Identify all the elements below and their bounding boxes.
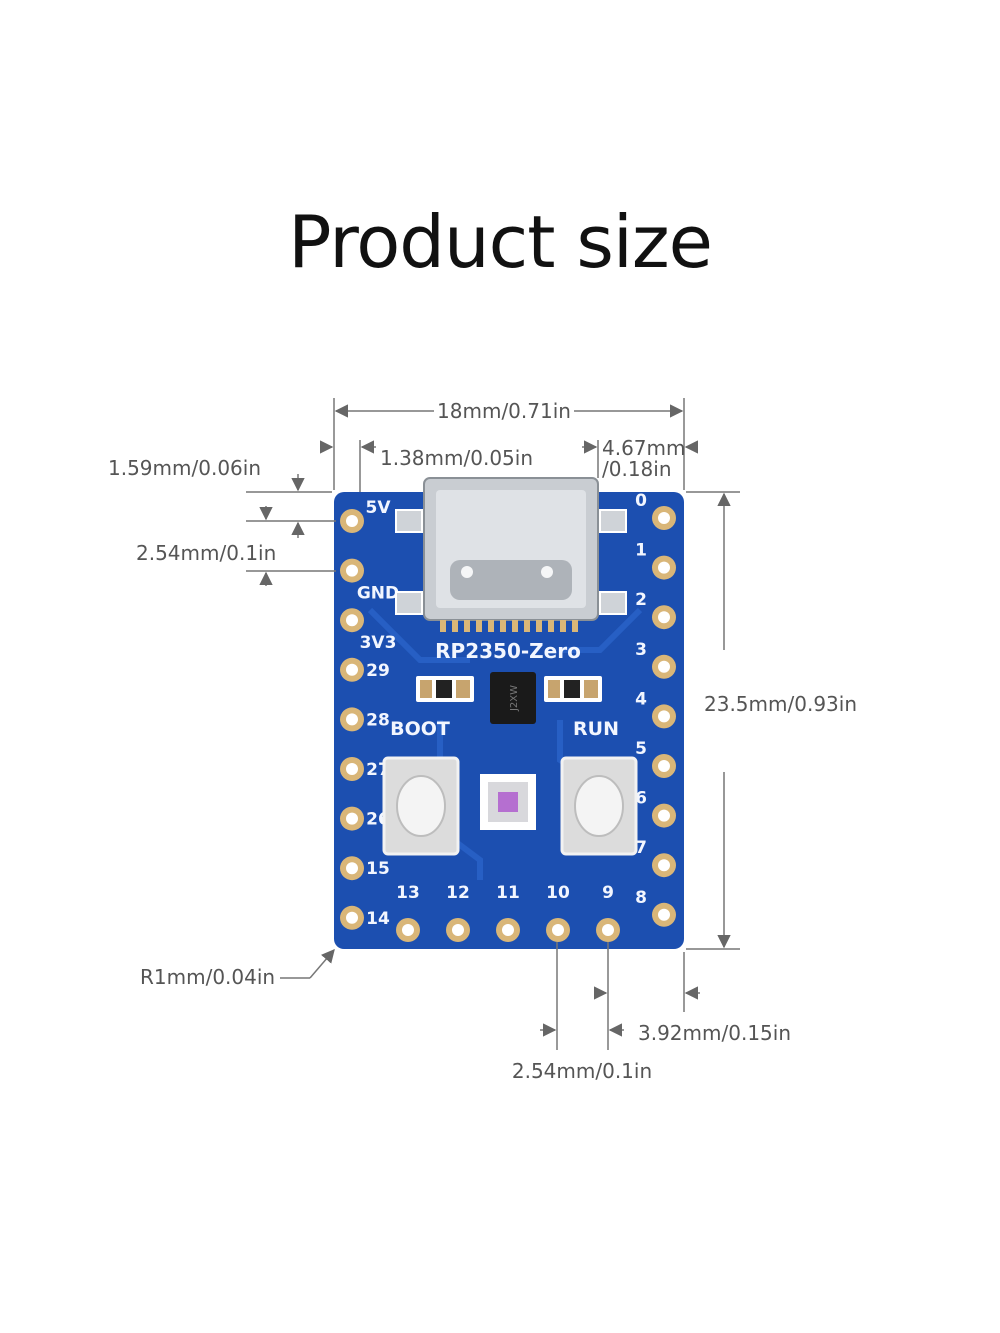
pin-pitch-left-label: 2.54mm/0.1in [136, 541, 276, 565]
regulator-ic: J2XW [490, 672, 536, 724]
bottom-pin-label: 9 [602, 883, 614, 903]
bottom-pin-pads: 13 12 11 10 9 [396, 883, 620, 942]
right-pin-pad-hole [658, 760, 670, 772]
right-pin-label: 2 [635, 590, 647, 610]
right-pin-label: 0 [635, 491, 647, 511]
usb-c-connector [395, 477, 627, 632]
bottom-pin-label: 10 [546, 883, 570, 903]
boot-label: BOOT [390, 718, 450, 740]
height-label: 23.5mm/0.93in [704, 692, 857, 716]
dimension-labels: 18mm/0.71in 1.38mm/0.05in 4.67mm /0.18in… [108, 399, 857, 1083]
left-pin-label: 3V3 [360, 633, 397, 653]
right-pin-pad-hole [658, 809, 670, 822]
usb-offset-right-label-2: /0.18in [602, 457, 672, 481]
bottom-pin-pad-hole [452, 924, 464, 936]
left-pin-pad-hole [346, 812, 358, 825]
right-pin-pad-hole [658, 710, 670, 723]
right-pin-label: 8 [635, 888, 647, 908]
bottom-pin-pad-hole [602, 924, 614, 936]
right-pin-label: 1 [635, 541, 647, 561]
left-pin-pad-hole [346, 614, 358, 627]
right-pin-pad-hole [658, 611, 670, 624]
bottom-pin-pad-hole [502, 924, 514, 936]
right-pin-pad-hole [658, 512, 670, 524]
dimension-lines [246, 398, 740, 1050]
right-pin-pad-hole [658, 859, 670, 872]
left-pin-label: 5V [366, 498, 392, 518]
right-pin-label: 5 [635, 739, 647, 759]
right-pin-label: 7 [635, 838, 647, 858]
top-pin-offset-label: 1.59mm/0.06in [108, 456, 261, 480]
left-pin-label: 15 [366, 859, 390, 879]
run-button [560, 756, 638, 856]
board-name-label: RP2350-Zero [435, 639, 581, 663]
usb-offset-left-label: 1.38mm/0.05in [380, 446, 533, 470]
passive-components [416, 676, 602, 702]
left-pin-pad-hole [346, 763, 358, 775]
page-title: Product size [288, 200, 713, 284]
boot-button [382, 756, 460, 856]
right-pin-pad-hole [658, 908, 670, 921]
bottom-pin-pad-hole [552, 924, 564, 936]
bottom-pin-label: 12 [446, 883, 470, 903]
rgb-led [480, 774, 536, 830]
left-pin-pad-hole [346, 515, 358, 527]
left-pin-label: 28 [366, 710, 390, 730]
left-pin-label: 14 [366, 909, 390, 929]
left-pin-label: 29 [366, 661, 390, 681]
left-pin-label: GND [357, 584, 399, 604]
left-pin-pad-hole [346, 862, 358, 875]
bottom-pin-pad-hole [402, 924, 414, 936]
bottom-pin-label: 13 [396, 883, 420, 903]
corner-radius-label: R1mm/0.04in [140, 965, 275, 989]
right-pin-label: 3 [635, 640, 647, 660]
left-pin-pad-hole [346, 713, 358, 726]
ic-marking: J2XW [509, 685, 520, 712]
right-pin-label: 6 [635, 789, 647, 809]
left-pin-pad-hole [346, 663, 358, 676]
left-pin-pad-hole [346, 564, 358, 577]
bottom-pin-label: 11 [496, 883, 520, 903]
usb-offset-right-label: 4.67mm [602, 436, 686, 460]
left-pin-pad-hole [346, 911, 358, 924]
right-pin-pads: 0 1 2 3 4 5 6 7 8 [635, 491, 676, 927]
right-pin-pad-hole [658, 660, 670, 673]
right-pin-label: 4 [635, 689, 647, 709]
width-label: 18mm/0.71in [437, 399, 571, 423]
right-pin-pad-hole [658, 561, 670, 574]
pin-pitch-bottom-label: 2.54mm/0.1in [512, 1059, 652, 1083]
bottom-right-offset-label: 3.92mm/0.15in [638, 1021, 791, 1045]
run-label: RUN [573, 718, 619, 740]
